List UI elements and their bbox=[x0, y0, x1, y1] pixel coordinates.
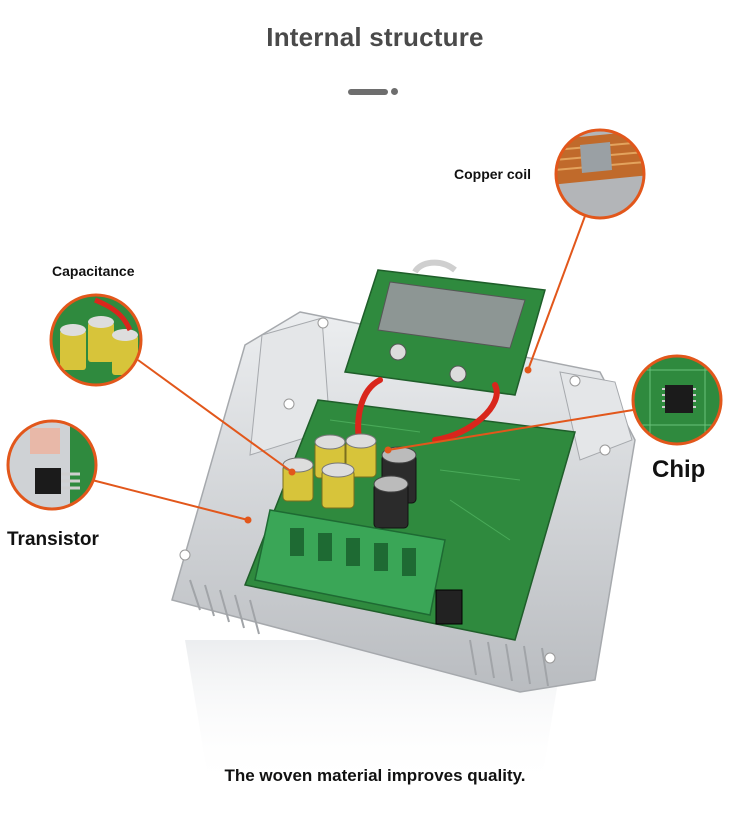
terminal-block bbox=[254, 509, 463, 625]
leader-dots bbox=[244, 366, 532, 524]
callout-label-transistor: Transistor bbox=[7, 529, 99, 550]
footer-caption: The woven material improves quality. bbox=[224, 766, 526, 785]
zoom-capacitance bbox=[49, 293, 143, 387]
callout-label-chip: Chip bbox=[652, 456, 706, 483]
callout-label-copper-coil: Copper coil bbox=[454, 166, 532, 182]
title-divider-bar bbox=[348, 89, 388, 95]
leader-lines bbox=[91, 215, 634, 521]
display-board bbox=[344, 259, 546, 396]
zoom-chip bbox=[631, 354, 723, 446]
zoom-transistor bbox=[6, 419, 98, 511]
callout-label-capacitance: Capacitance bbox=[52, 263, 135, 279]
title-divider-dot bbox=[391, 88, 398, 95]
page-title: Internal structure bbox=[266, 22, 484, 52]
zoom-copper-coil bbox=[554, 128, 646, 220]
